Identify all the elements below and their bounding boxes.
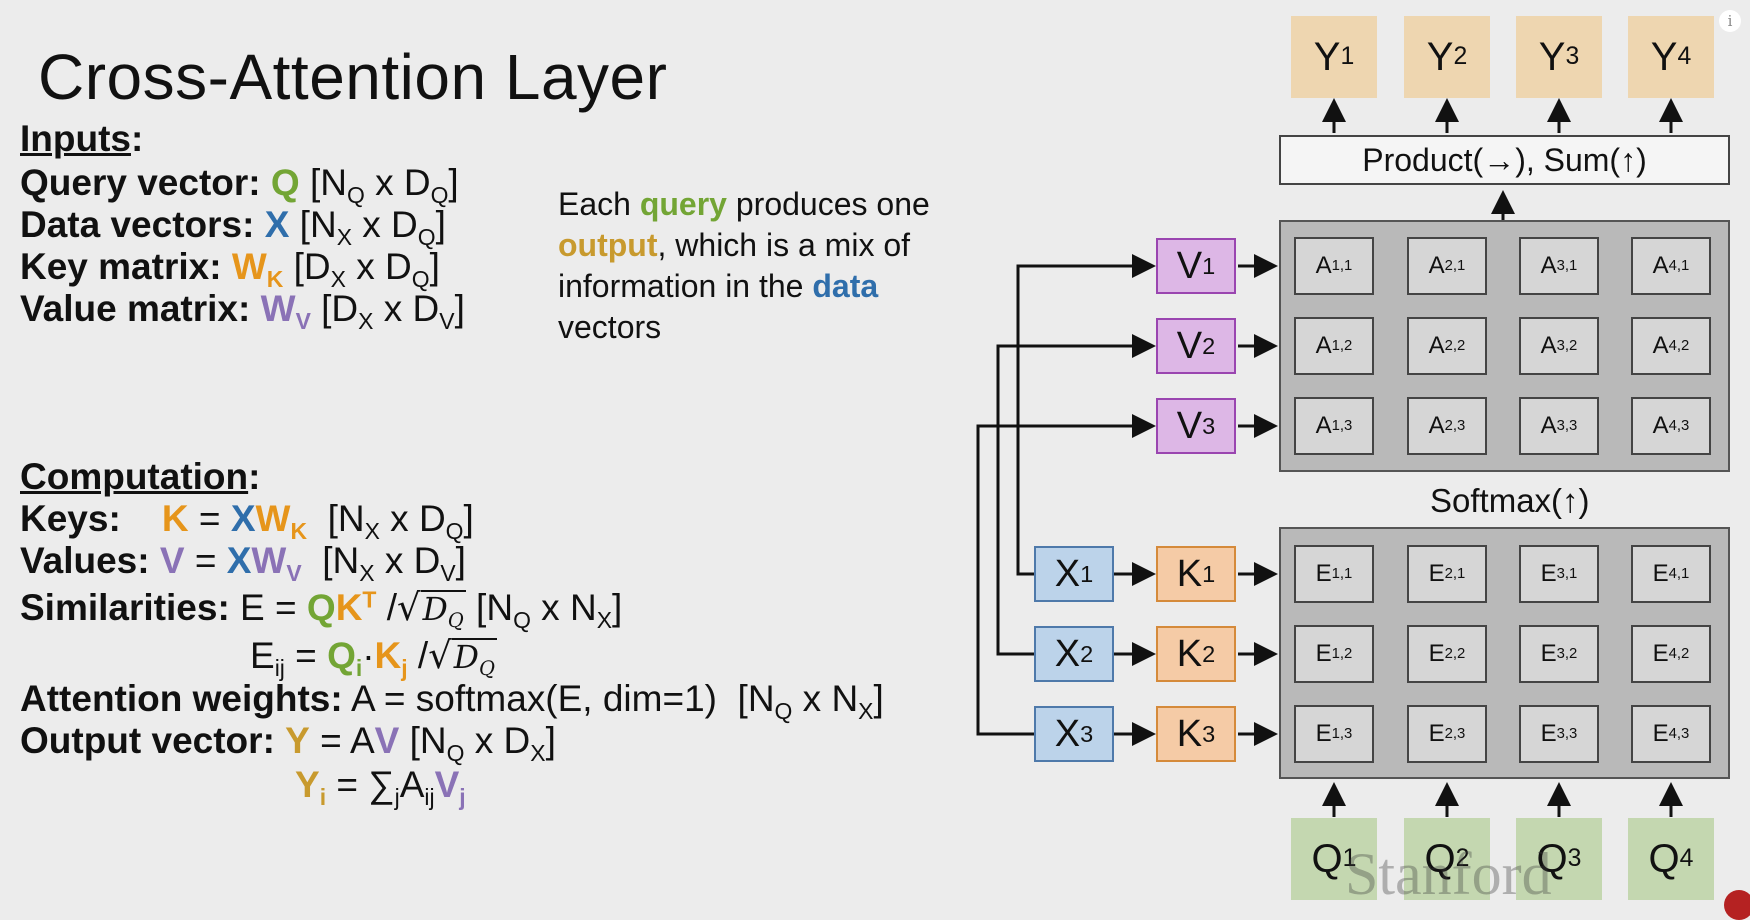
attention-weights-line: Attention weights: A = softmax(E, dim=1)… [20,678,884,725]
output-word: output [558,227,658,263]
values-label: Values [20,540,138,581]
query-vector-line: Query vector: Q [NQ x DQ] [20,162,459,209]
description-text: Each query produces one output, which is… [558,186,930,345]
query-word: query [639,186,727,222]
similarities-line: Similarities: E = QKT /√DQ [NQ x NX] [20,586,623,634]
stanford-watermark: Stanford [1345,841,1552,907]
output-vector-line: Output vector: Y = AV [NQ x DX] [20,720,556,767]
similarities-label: Similarities [20,587,218,628]
query-vector-label: Query vector [20,162,249,203]
data-word: data [812,268,879,304]
attention-weights-label: Attention weights [20,678,331,719]
inputs-header: Inputs [20,118,131,159]
computation-header: Computation [20,456,249,497]
output-element-formula: Yi = ∑jAijVj [295,764,466,811]
values-line: Values: V = XWV [NX x DV] [20,540,466,587]
similarity-element-formula: Eij = Qi·Kj /√DQ [250,634,497,682]
output-vector-label: Output vector [20,720,263,761]
page-title: Cross-Attention Layer [38,41,668,113]
keys-line: Keys: K = XWK [NX x DQ] [20,498,474,545]
value-matrix-line: Value matrix: WV [DX x DV] [20,288,465,335]
key-matrix-label: Key matrix [20,246,210,287]
value-matrix-label: Value matrix [20,288,239,329]
keys-label: Keys [20,498,109,539]
attention-formula: A = softmax(E, dim=1) [350,678,717,719]
info-icon[interactable]: i [1719,10,1741,32]
data-vectors-line: Data vectors: X [NX x DQ] [20,204,446,251]
key-matrix-line: Key matrix: WK [DX x DQ] [20,246,440,293]
inputs-header-line: Inputs: [20,118,144,159]
computation-header-line: Computation: [20,456,261,497]
product-sum-box: Product(→), Sum(↑) [1279,135,1730,185]
channel-avatar-icon[interactable] [1724,890,1750,920]
data-vectors-label: Data vectors [20,204,243,245]
softmax-label: Softmax(↑) [1430,482,1590,519]
